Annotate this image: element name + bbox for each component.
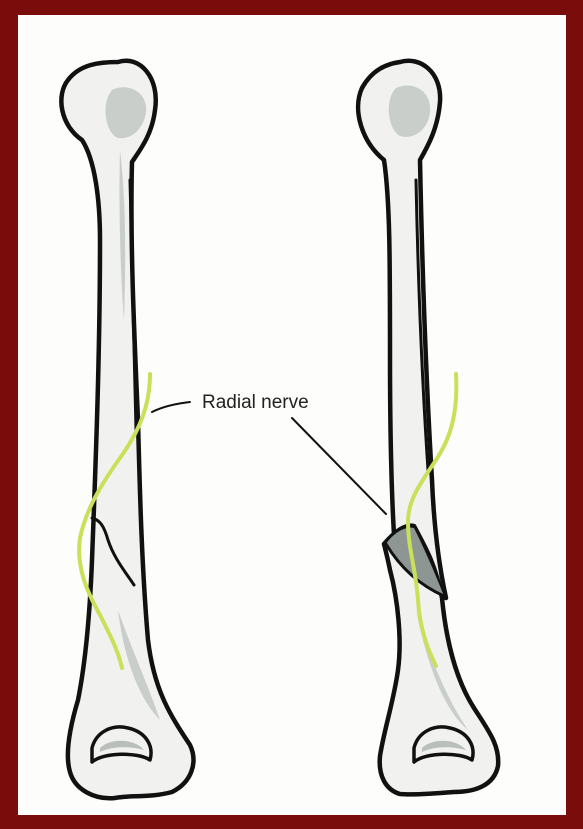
right-humerus-proximal-fragment bbox=[358, 61, 446, 598]
right-humerus bbox=[358, 61, 498, 795]
radial-nerve-label: Radial nerve bbox=[202, 392, 309, 413]
left-humerus bbox=[61, 61, 193, 799]
radial-nerve-callout: Radial nerve bbox=[152, 392, 386, 514]
right-leader-line bbox=[292, 418, 386, 514]
left-humerus-outline bbox=[61, 61, 193, 799]
left-leader-line bbox=[152, 402, 190, 412]
